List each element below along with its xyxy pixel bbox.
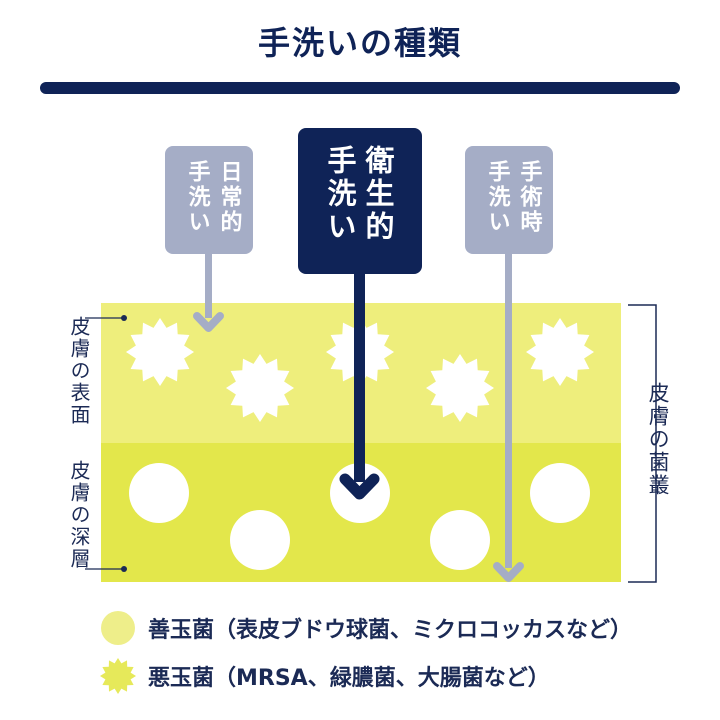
title-underline xyxy=(40,82,680,94)
page-title: 手洗いの種類 xyxy=(257,24,462,62)
skin-flora-label: 皮膚の菌叢 xyxy=(646,382,671,497)
legend-bad: 悪玉菌（MRSA、緑膿菌、大腸菌など） xyxy=(100,656,550,696)
legend-good: 善玉菌（表皮ブドウ球菌、ミクロコッカスなど） xyxy=(100,608,632,648)
hygienic-arrow-box xyxy=(298,128,422,274)
hygienic-arrow-label-line2: 手洗い xyxy=(323,145,357,244)
legend-good-text: 善玉菌（表皮ブドウ球菌、ミクロコッカスなど） xyxy=(148,618,633,643)
daily-arrow-label-line1: 日常的 xyxy=(217,160,242,235)
skin-deep-label: 皮膚の深層 xyxy=(67,460,91,570)
bad-bacteria xyxy=(426,354,494,422)
good-bacteria xyxy=(530,463,590,523)
bad-bacteria-group xyxy=(126,318,594,422)
daily-arrow-shaft xyxy=(205,254,212,318)
surgical-arrow-shaft xyxy=(505,254,512,568)
skin-surface-label: 皮膚の表面 xyxy=(67,316,91,426)
hygienic-arrow-label-line1: 衛生的 xyxy=(361,145,396,244)
circle-icon xyxy=(101,611,135,645)
daily-arrow-label-line2: 手洗い xyxy=(185,160,211,235)
daily-arrow-head xyxy=(193,312,224,332)
hygienic-arrow-head xyxy=(339,473,380,500)
flora-bracket xyxy=(628,304,657,583)
daily-arrow-box xyxy=(165,146,253,254)
bad-bacteria xyxy=(226,354,294,422)
surgical-arrow-box xyxy=(465,146,553,254)
surgical-arrow-head xyxy=(493,562,524,582)
starburst-icon xyxy=(100,658,136,694)
bad-bacteria xyxy=(126,318,194,386)
hygienic-arrow-shaft xyxy=(354,274,365,482)
good-bacteria xyxy=(129,463,189,523)
deep-leader-dot xyxy=(121,566,127,572)
legend-bad-text: 悪玉菌（MRSA、緑膿菌、大腸菌など） xyxy=(148,666,550,691)
surgical-arrow-label-line1: 手術時 xyxy=(517,160,544,235)
bad-bacteria xyxy=(526,318,594,386)
good-bacteria xyxy=(430,510,490,570)
good-bacteria xyxy=(230,510,290,570)
surface-leader-dot xyxy=(121,315,127,321)
surgical-arrow-label-line2: 手洗い xyxy=(485,160,511,235)
